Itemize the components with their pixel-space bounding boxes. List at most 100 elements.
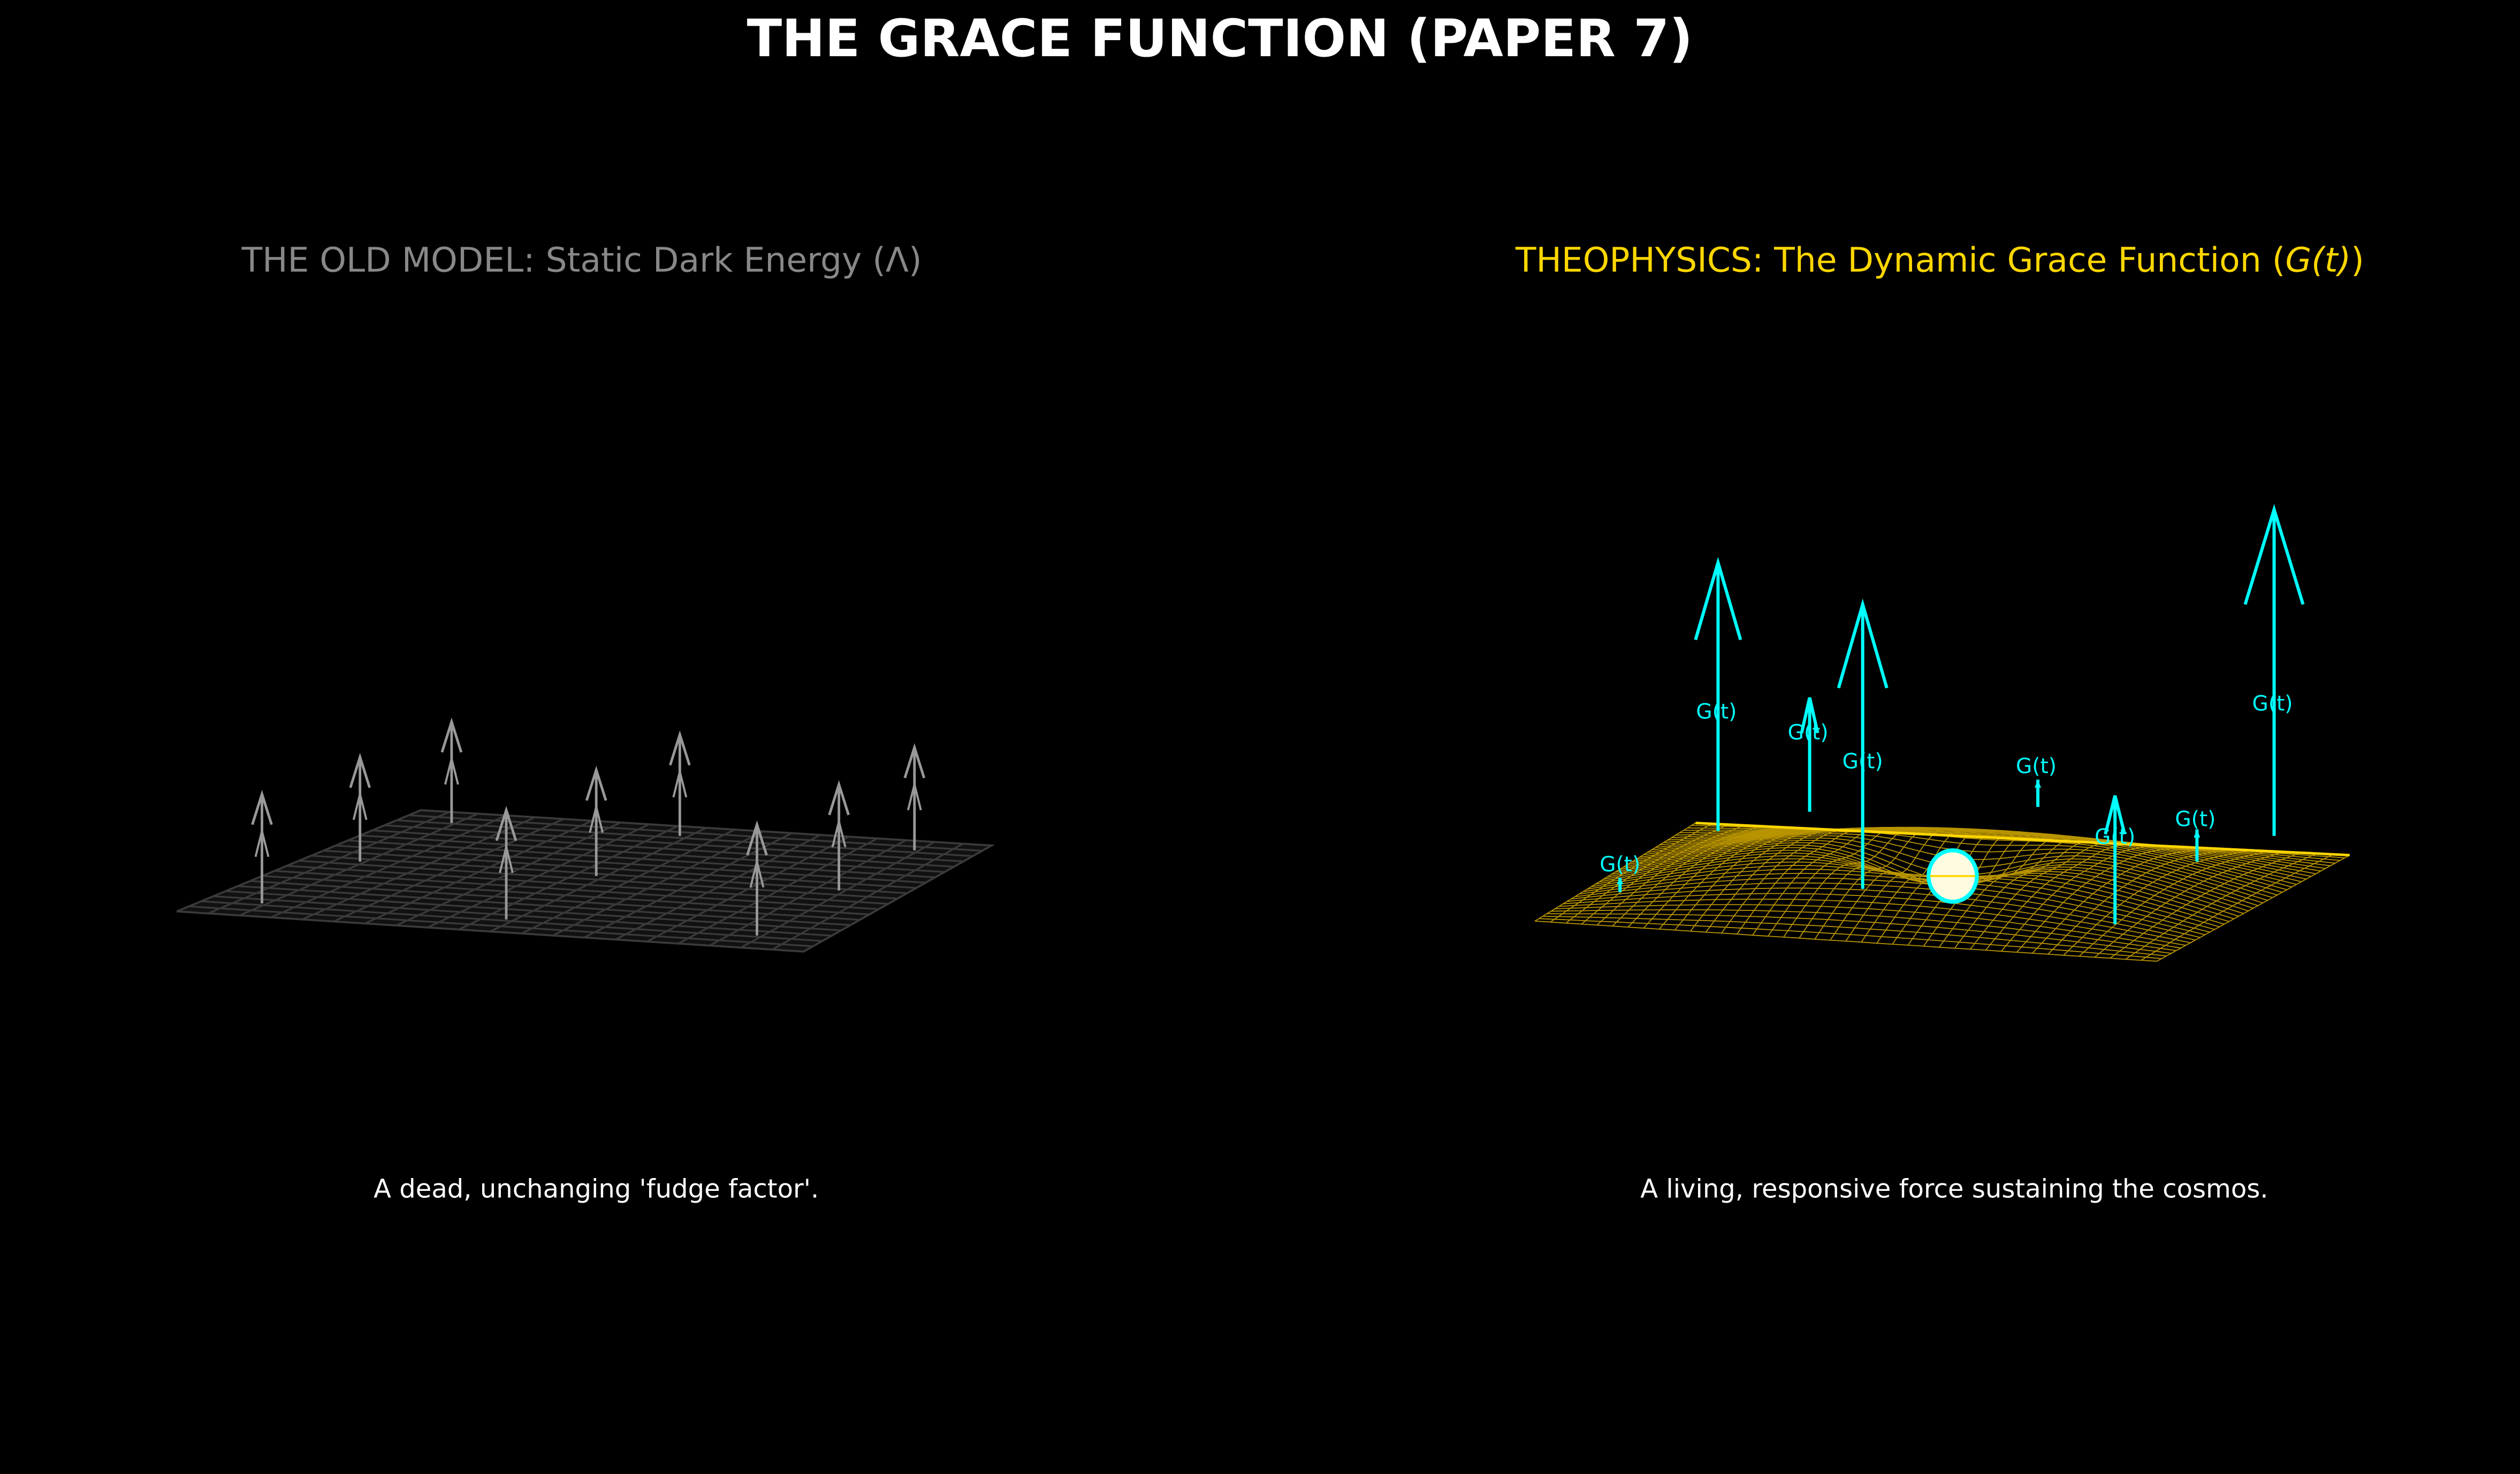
mesh-line — [1683, 829, 2335, 864]
arrow-head-icon — [585, 765, 607, 801]
grace-surface-mesh — [1534, 822, 2350, 962]
mesh-line — [1643, 830, 2287, 891]
arrow-head-icon — [1800, 697, 1819, 734]
left-panel: THE OLD MODEL: Static Dark Energy (Λ) A … — [176, 240, 995, 1204]
grace-arrow: G(t) — [2095, 795, 2135, 924]
static-arrow — [495, 806, 517, 920]
arrow-head-icon — [746, 820, 768, 856]
arrow-head-icon — [672, 771, 688, 798]
static-arrow — [349, 753, 371, 862]
grid-line — [677, 838, 878, 945]
mesh-line — [2156, 854, 2350, 962]
grace-arrow: G(t) — [1694, 557, 1742, 831]
grid-line — [408, 814, 983, 852]
grid-line — [552, 830, 764, 937]
grid-line — [740, 841, 935, 948]
grid-line — [347, 839, 935, 878]
arrow-head-icon — [352, 794, 368, 820]
left-panel-title: THE OLD MODEL: Static Dark Energy (Λ) — [241, 240, 922, 280]
grid-line — [311, 855, 907, 894]
mesh-line — [2079, 850, 2268, 957]
mesh-line — [1687, 827, 2340, 861]
grid-line — [421, 809, 992, 847]
arrow-head-icon — [254, 831, 270, 857]
mesh-line — [1675, 829, 2326, 869]
grid-line — [360, 834, 945, 873]
mesh-line — [1639, 831, 2282, 893]
central-mass — [1927, 848, 1979, 904]
grace-arrow: G(t) — [2016, 755, 2057, 807]
grid-line — [323, 849, 917, 889]
right-panel-caption: A living, responsive force sustaining th… — [1640, 1174, 2268, 1204]
left-panel-caption: A dead, unchanging 'fudge factor'. — [374, 1174, 819, 1204]
arrow-head-icon — [831, 821, 847, 848]
static-arrows — [251, 717, 926, 936]
grace-arrow-label: G(t) — [1843, 750, 1883, 774]
grace-arrow-label: G(t) — [1788, 721, 1829, 745]
grace-arrow-label: G(t) — [2095, 825, 2135, 849]
mesh-line — [2110, 852, 2301, 959]
right-panel-title: THEOPHYSICS: The Dynamic Grace Function … — [1515, 240, 2364, 280]
grace-arrow-label: G(t) — [2252, 692, 2293, 716]
grace-arrow-label: G(t) — [1600, 853, 1640, 877]
mesh-line — [2094, 851, 2285, 958]
arrow-head-icon — [349, 753, 371, 788]
grid-line — [521, 829, 735, 934]
grace-arrow: G(t) — [1788, 697, 1829, 812]
static-arrow — [746, 820, 768, 936]
grid-line — [299, 860, 898, 900]
right-panel: THEOPHYSICS: The Dynamic Grace Function … — [1515, 240, 2364, 1204]
arrow-head-icon — [499, 847, 514, 873]
static-arrow — [828, 780, 850, 891]
arrow-head-icon — [589, 807, 604, 833]
arrow-head-icon — [440, 717, 463, 753]
arrow-head-icon — [1694, 557, 1742, 641]
grid-line — [772, 842, 964, 951]
arrow-head-icon — [749, 861, 765, 888]
static-arrow — [440, 717, 463, 823]
arrow-head-icon — [669, 730, 691, 766]
grid-line — [646, 835, 850, 943]
arrow-head-icon — [2035, 779, 2042, 788]
grid-line — [615, 834, 821, 940]
mesh-line — [1671, 828, 2321, 872]
grace-arrow-label: G(t) — [2016, 755, 2057, 779]
grid-line — [709, 839, 907, 947]
grace-arrow-label: G(t) — [1696, 700, 1737, 724]
static-arrow — [585, 765, 607, 876]
arrow-head-icon — [828, 780, 850, 816]
grace-arrow-label: G(t) — [2175, 808, 2216, 832]
grid-line — [335, 845, 926, 884]
arrow-head-icon — [2104, 795, 2127, 835]
mesh-line — [1667, 827, 2316, 875]
arrow-head-icon — [2194, 829, 2201, 838]
grace-arrow: G(t) — [2175, 808, 2216, 862]
static-grid-plane — [176, 809, 995, 953]
mesh-line — [2125, 853, 2317, 960]
arrow-head-icon — [495, 806, 517, 841]
arrow-head-icon — [1617, 877, 1624, 884]
arrow-head-icon — [903, 743, 926, 779]
figure-title: THE GRACE FUNCTION (PAPER 7) — [747, 9, 1693, 69]
static-arrow — [903, 743, 926, 850]
grace-arrow: G(t) — [1837, 598, 1889, 889]
mesh-line — [2047, 849, 2235, 955]
grid-line — [384, 824, 964, 863]
mesh-line — [1679, 829, 2331, 867]
grid-line — [372, 829, 954, 868]
static-arrow — [669, 730, 691, 836]
arrow-head-icon — [907, 784, 922, 811]
grace-arrows: G(t) G(t) G(t) G(t) G(t) G(t) G(t) G(t) — [1600, 504, 2305, 924]
arrow-head-icon — [444, 758, 459, 785]
static-arrow — [251, 789, 273, 903]
arrow-head-icon — [1837, 598, 1889, 689]
mesh-line — [2063, 849, 2252, 956]
grace-arrow: G(t) — [1600, 853, 1640, 892]
grid-line — [397, 819, 973, 857]
arrow-head-icon — [251, 789, 273, 825]
mesh-line — [2141, 854, 2334, 961]
arrow-head-icon — [2243, 504, 2305, 605]
surface-back-edge — [1695, 822, 2350, 857]
mesh-line — [1651, 827, 2297, 885]
